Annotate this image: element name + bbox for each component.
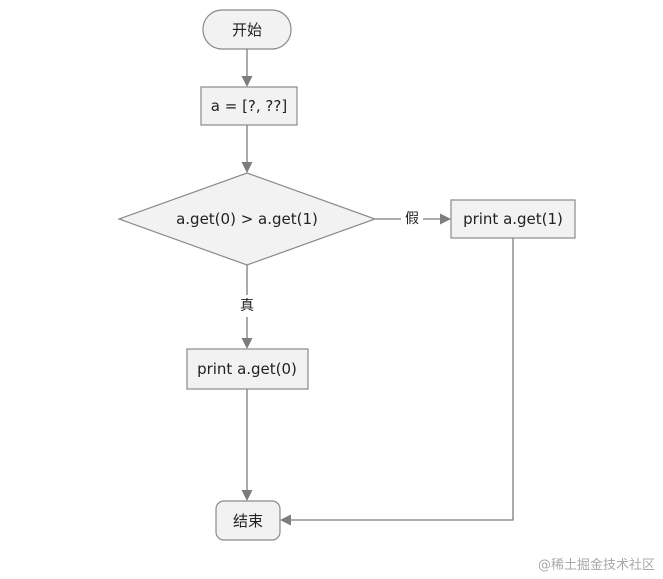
edge-print-first-to-end: [241, 389, 253, 501]
edge-init-to-decision: [241, 125, 253, 173]
edge-start-to-init: [241, 49, 253, 87]
node-end-label: 结束: [233, 512, 263, 530]
edge-label-false-text: 假: [405, 211, 419, 227]
node-print-second-label: print a.get(1): [463, 210, 563, 228]
node-init: a = [?, ??]: [200, 86, 298, 126]
node-print-first: print a.get(0): [186, 348, 309, 390]
node-end: 结束: [215, 500, 281, 541]
node-start: 开始: [202, 9, 292, 50]
node-print-second: print a.get(1): [450, 199, 576, 239]
node-init-label: a = [?, ??]: [211, 97, 287, 115]
edge-label-true-text: 真: [240, 298, 254, 314]
edge-label-true: 真: [236, 295, 258, 317]
node-print-first-label: print a.get(0): [197, 360, 297, 378]
node-start-label: 开始: [232, 21, 262, 39]
watermark: @稀土掘金技术社区: [537, 558, 655, 573]
node-decision: a.get(0) > a.get(1): [117, 172, 377, 266]
edge-label-false: 假: [401, 208, 423, 230]
node-decision-label: a.get(0) > a.get(1): [176, 210, 318, 228]
edge-print-second-to-end: [280, 238, 514, 526]
